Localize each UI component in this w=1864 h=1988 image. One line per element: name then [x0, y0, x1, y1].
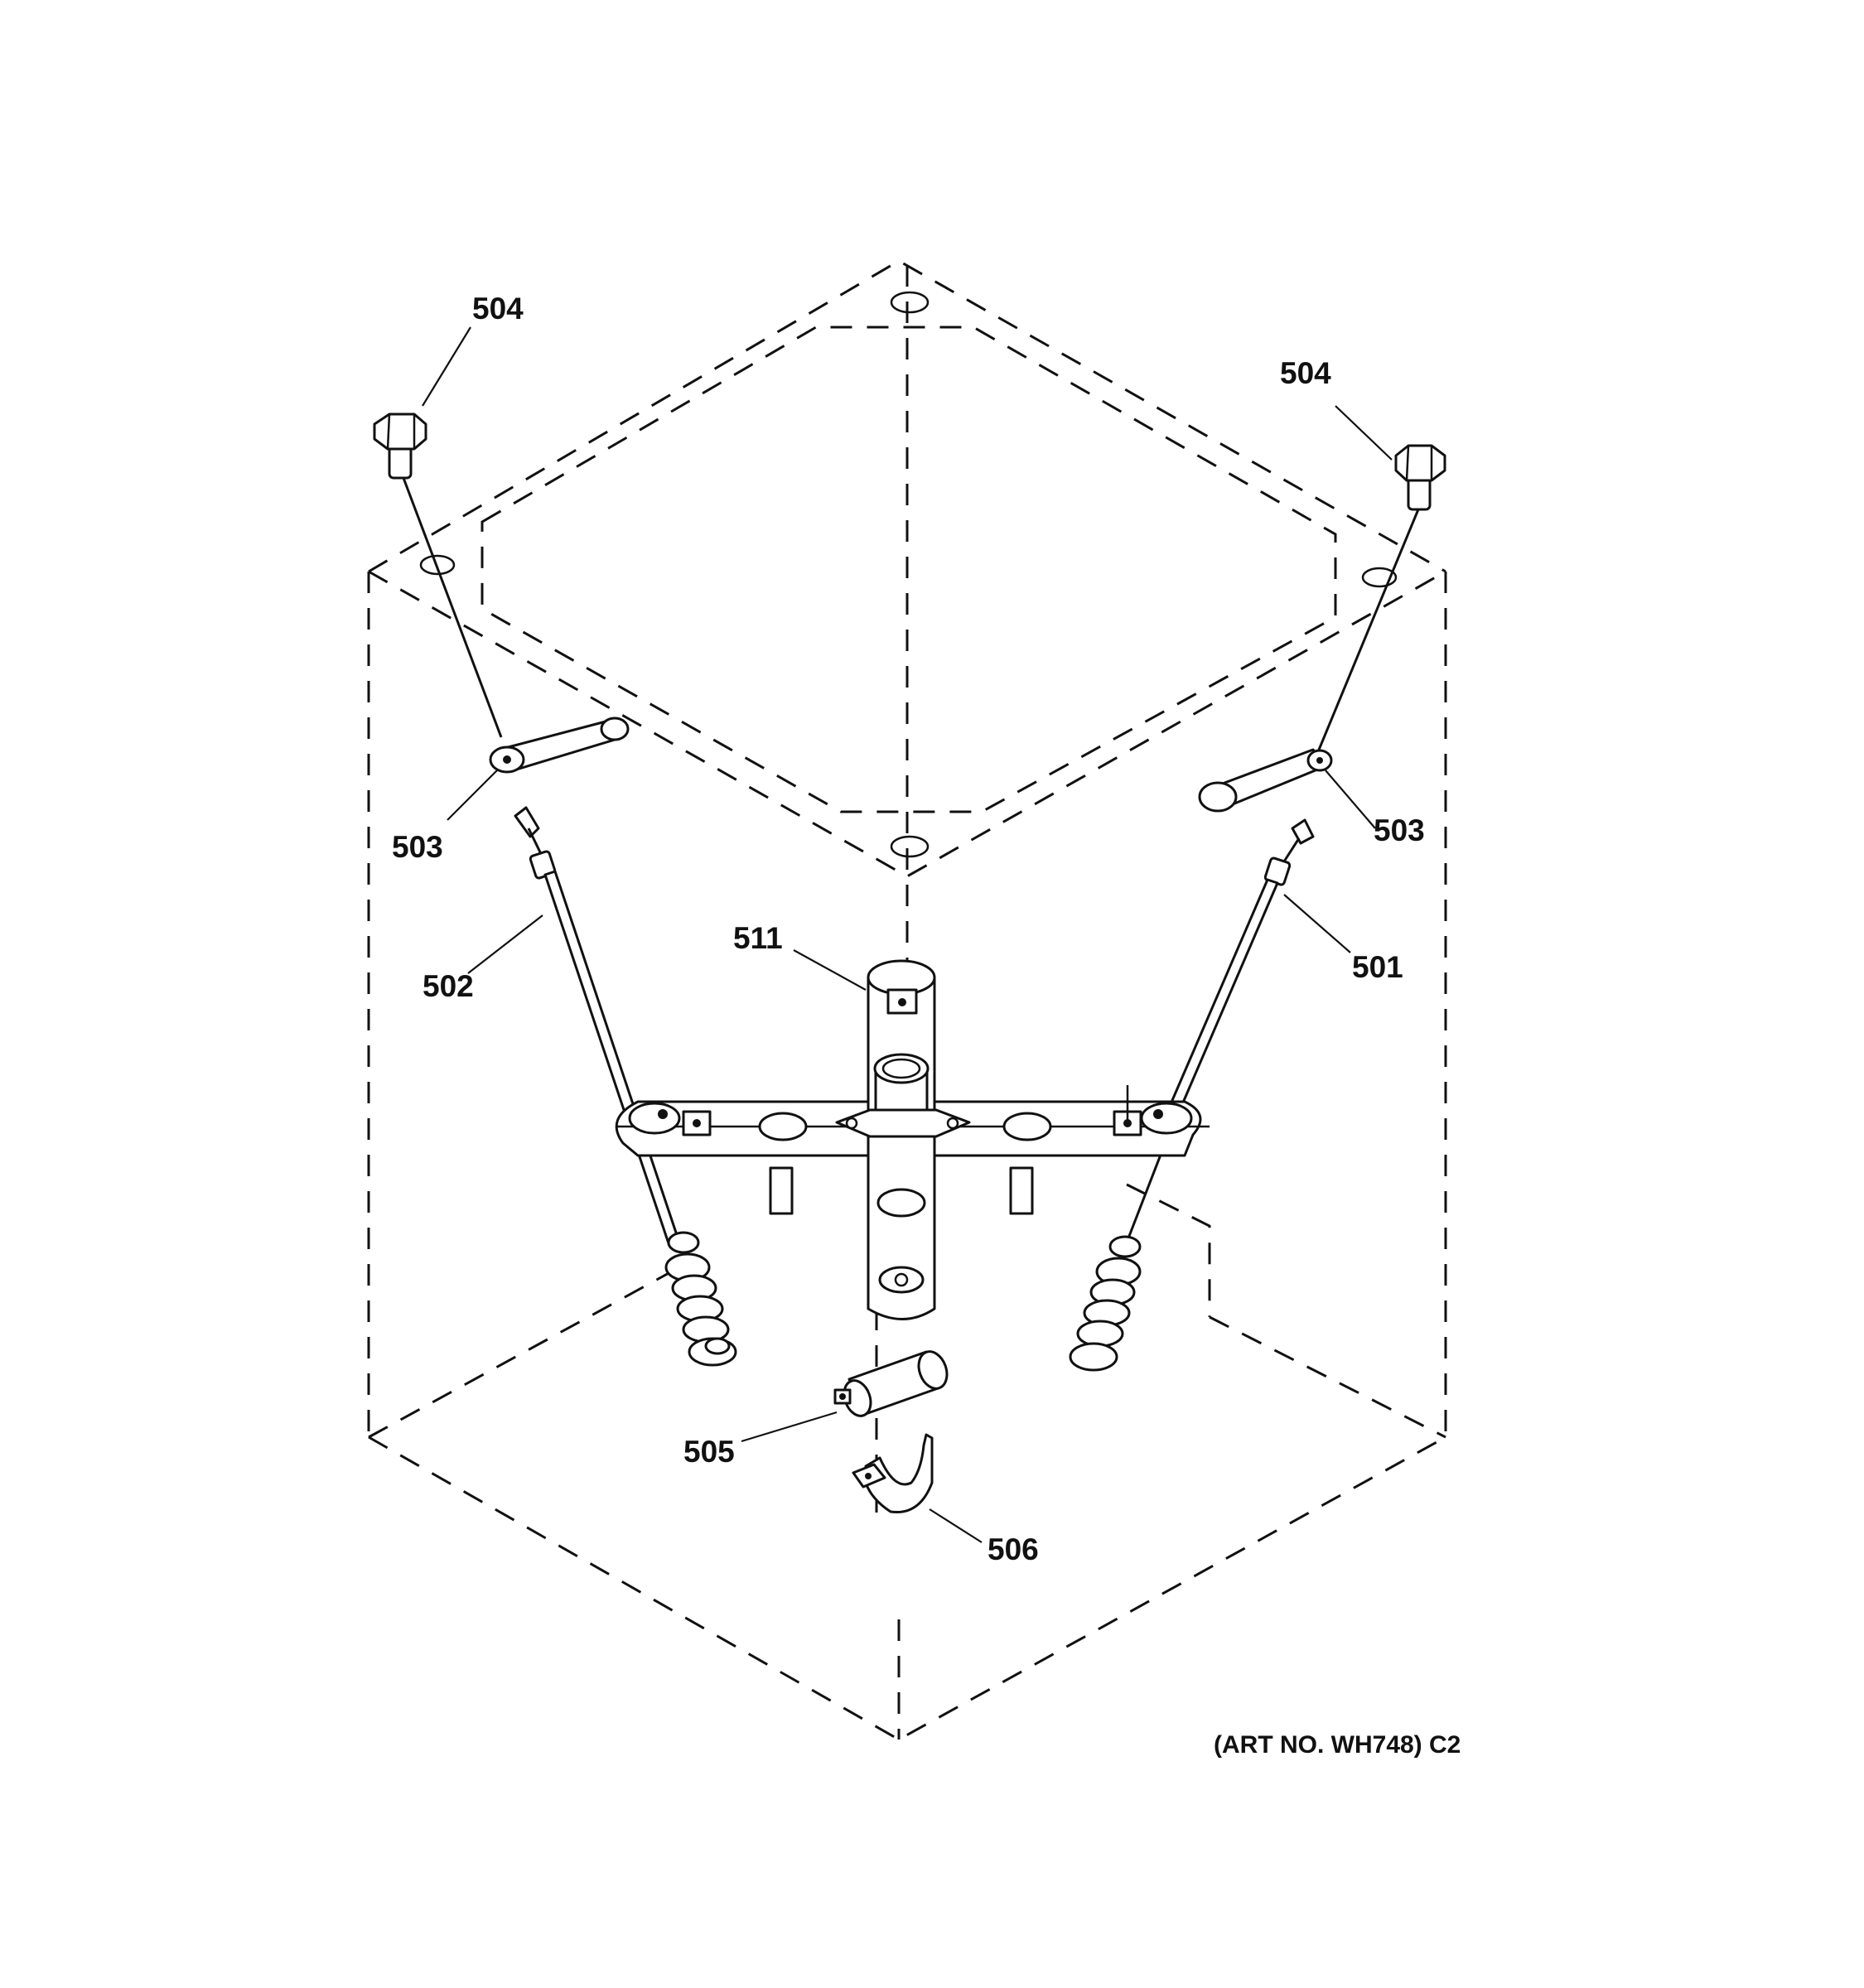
link-503-left: [489, 717, 630, 774]
label-502: 502: [423, 969, 474, 1003]
pivot-505: [833, 1350, 949, 1417]
label-504-right: 504: [1280, 356, 1331, 390]
art-number: (ART NO. WH748) C2: [1214, 1731, 1461, 1759]
label-506: 506: [988, 1532, 1039, 1566]
spring-right: [1069, 1235, 1142, 1372]
base-bracket-511: [615, 959, 1210, 1320]
leader-lines: [422, 326, 1393, 1543]
rod-502: [514, 806, 737, 1367]
link-503-right: [1198, 748, 1333, 813]
left-suspension: [373, 413, 737, 1367]
plug-504-right: [1394, 444, 1446, 511]
plug-504-left: [373, 413, 427, 480]
clamp-506: [852, 1433, 934, 1514]
label-511: 511: [733, 921, 783, 955]
label-503-right: 503: [1374, 813, 1425, 847]
spring-left: [664, 1231, 737, 1367]
part-labels: 504 504 503 503 502 501 511 505 506: [392, 292, 1425, 1566]
label-503-left: 503: [392, 830, 443, 864]
cabinet-outline: [367, 259, 1447, 1741]
label-504-left: 504: [472, 292, 524, 326]
label-501: 501: [1352, 950, 1403, 984]
rod-501: [1069, 818, 1315, 1372]
label-505: 505: [683, 1435, 735, 1469]
right-suspension: [1069, 444, 1446, 1372]
